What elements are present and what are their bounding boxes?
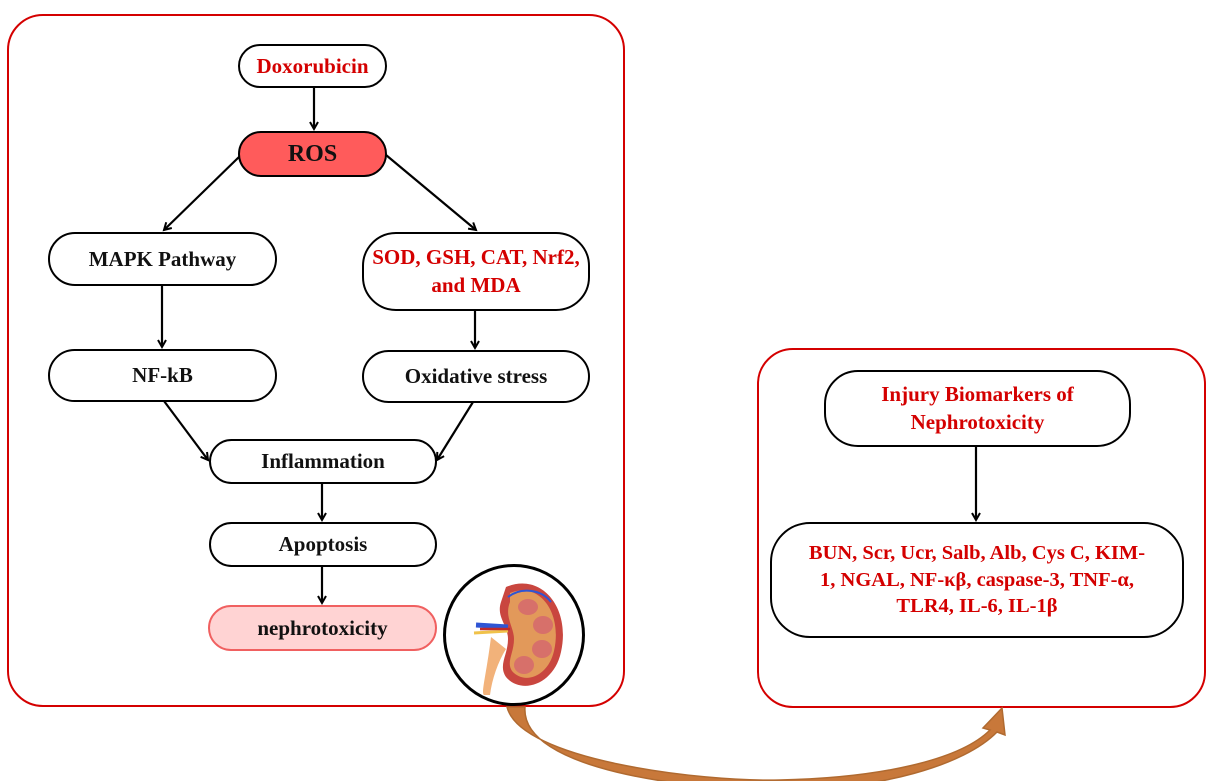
title-line-2: Nephrotoxicity	[910, 409, 1045, 434]
node-nephrotoxicity: nephrotoxicity	[208, 605, 437, 651]
node-inflammation: Inflammation	[209, 439, 437, 484]
node-doxorubicin: Doxorubicin	[238, 44, 387, 88]
title-line-1: Injury Biomarkers of	[881, 382, 1074, 407]
node-biomarker-list: BUN, Scr, Ucr, Salb, Alb, Cys C, KIM- 1,…	[770, 522, 1184, 638]
markers-line-2: 1, NGAL, NF-κβ, caspase-3, TNF-α,	[820, 568, 1134, 591]
node-apoptosis: Apoptosis	[209, 522, 437, 567]
node-injury-biomarkers-title: Injury Biomarkers of Nephrotoxicity	[824, 370, 1131, 447]
kidney-illustration	[443, 564, 585, 706]
node-oxidative-stress: Oxidative stress	[362, 350, 590, 403]
node-antioxidant-markers: SOD, GSH, CAT, Nrf2, and MDA	[362, 232, 590, 311]
kidney-icon	[473, 583, 563, 695]
markers-line-1: BUN, Scr, Ucr, Salb, Alb, Cys C, KIM-	[808, 542, 1146, 565]
curved-transition-arrow	[506, 706, 1006, 781]
node-mapk-pathway: MAPK Pathway	[48, 232, 277, 286]
markers-line-3: TLR4, IL-6, IL-1β	[896, 595, 1058, 618]
node-nf-kb: NF-kB	[48, 349, 277, 402]
node-ros: ROS	[238, 131, 387, 177]
